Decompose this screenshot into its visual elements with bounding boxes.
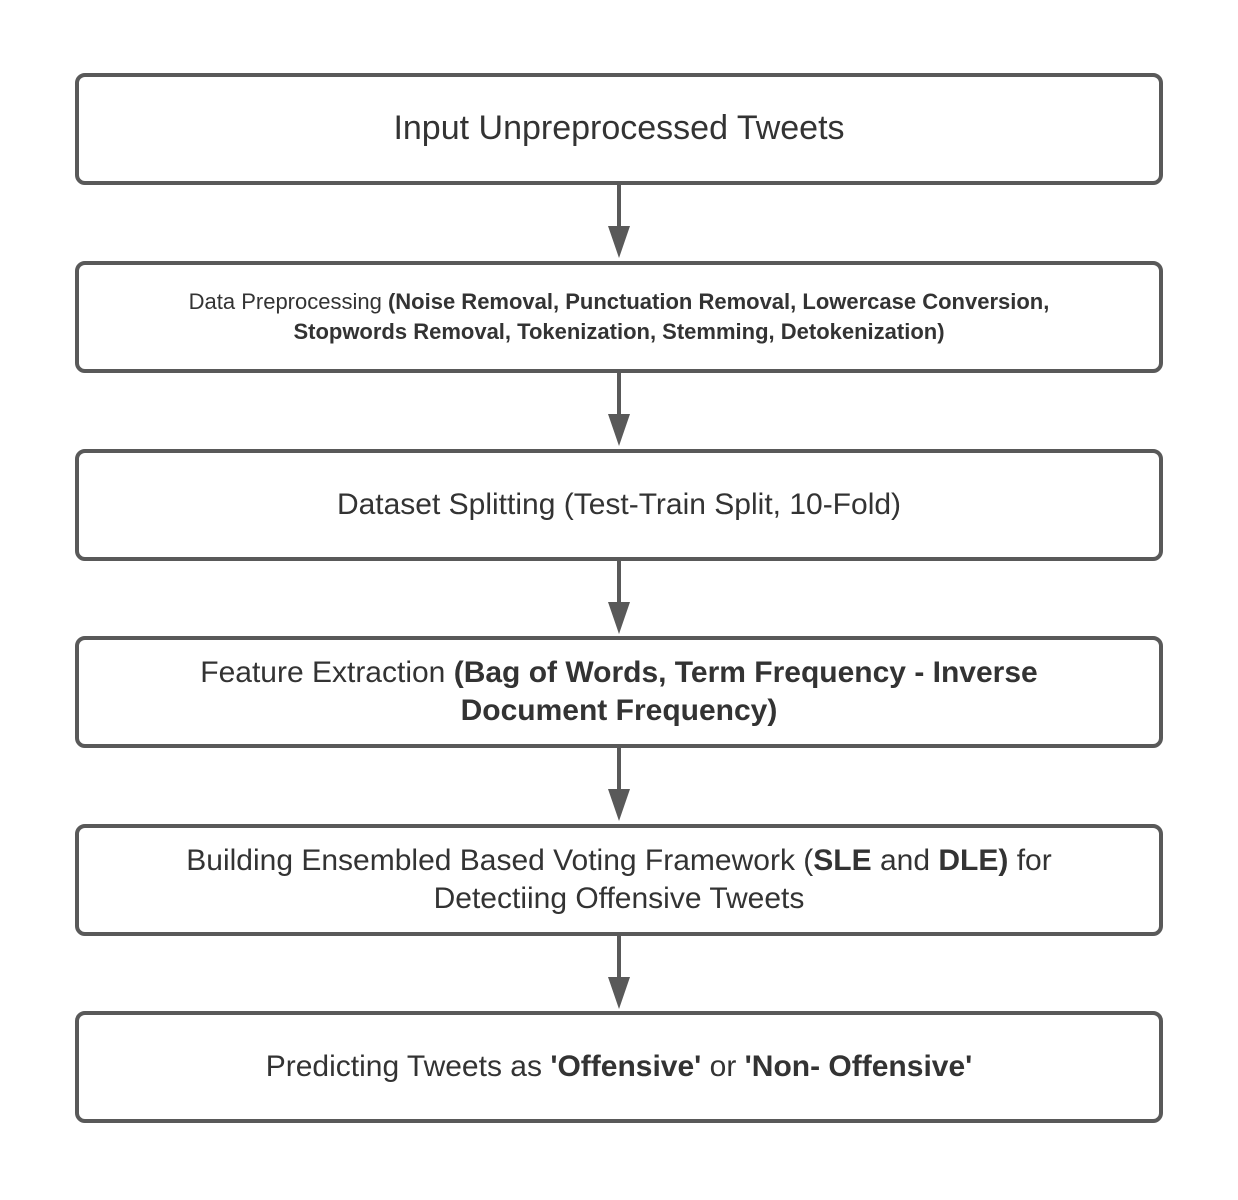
step-text-bold: Document Frequency) (460, 694, 778, 727)
step-box-prediction: Predicting Tweets as 'Offensive' or 'Non… (75, 1011, 1163, 1123)
arrow-down-icon (608, 226, 630, 258)
step-box-feature-extraction: Feature Extraction (Bag of Words, Term F… (75, 636, 1163, 748)
flow-arrow-line (617, 748, 621, 790)
arrow-down-icon (608, 602, 630, 634)
step-label: Dataset Splitting (Test-Train Split, 10-… (337, 486, 901, 524)
step-label: Input Unpreprocessed Tweets (393, 107, 844, 151)
step-text: Input Unpreprocessed Tweets (393, 109, 845, 148)
flow-arrow-line (617, 185, 621, 227)
arrow-down-icon (608, 789, 630, 821)
step-label: Predicting Tweets as 'Offensive' or 'Non… (266, 1048, 973, 1086)
step-text: or (701, 1049, 745, 1083)
step-box-dataset-splitting: Dataset Splitting (Test-Train Split, 10-… (75, 449, 1163, 561)
step-text: and (871, 843, 939, 877)
step-text: Detectiing Offensive Tweets (433, 882, 805, 915)
step-text: Data Preprocessing (188, 289, 388, 315)
step-text-bold: (Bag of Words, Term Frequency - Inverse (453, 655, 1038, 689)
step-text-bold: 'Offensive' (550, 1049, 702, 1083)
flow-arrow-line (617, 561, 621, 603)
step-text-bold: Stopwords Removal, Tokenization, Stemmin… (293, 319, 945, 344)
step-text: Building Ensembled Based Voting Framewor… (186, 843, 814, 877)
step-box-data-preprocessing: Data Preprocessing (Noise Removal, Punct… (75, 261, 1163, 373)
step-text-bold: SLE (813, 843, 872, 877)
step-text: for (1008, 843, 1052, 877)
arrow-down-icon (608, 414, 630, 446)
flow-arrow-line (617, 936, 621, 978)
step-label: Building Ensembled Based Voting Framewor… (186, 842, 1051, 919)
step-text: Feature Extraction (200, 655, 454, 689)
step-label: Data Preprocessing (Noise Removal, Punct… (189, 287, 1050, 347)
step-box-ensemble-framework: Building Ensembled Based Voting Framewor… (75, 824, 1163, 936)
step-text: Dataset Splitting (Test-Train Split, 10-… (336, 487, 902, 521)
step-text-bold: 'Non- Offensive' (744, 1049, 973, 1083)
arrow-down-icon (608, 977, 630, 1009)
flow-arrow-line (617, 373, 621, 415)
step-text-bold: DLE) (938, 843, 1009, 877)
step-text: Predicting Tweets as (265, 1049, 551, 1083)
step-label: Feature Extraction (Bag of Words, Term F… (200, 654, 1037, 731)
step-text-bold: (Noise Removal, Punctuation Removal, Low… (387, 289, 1050, 315)
step-box-input-tweets: Input Unpreprocessed Tweets (75, 73, 1163, 185)
